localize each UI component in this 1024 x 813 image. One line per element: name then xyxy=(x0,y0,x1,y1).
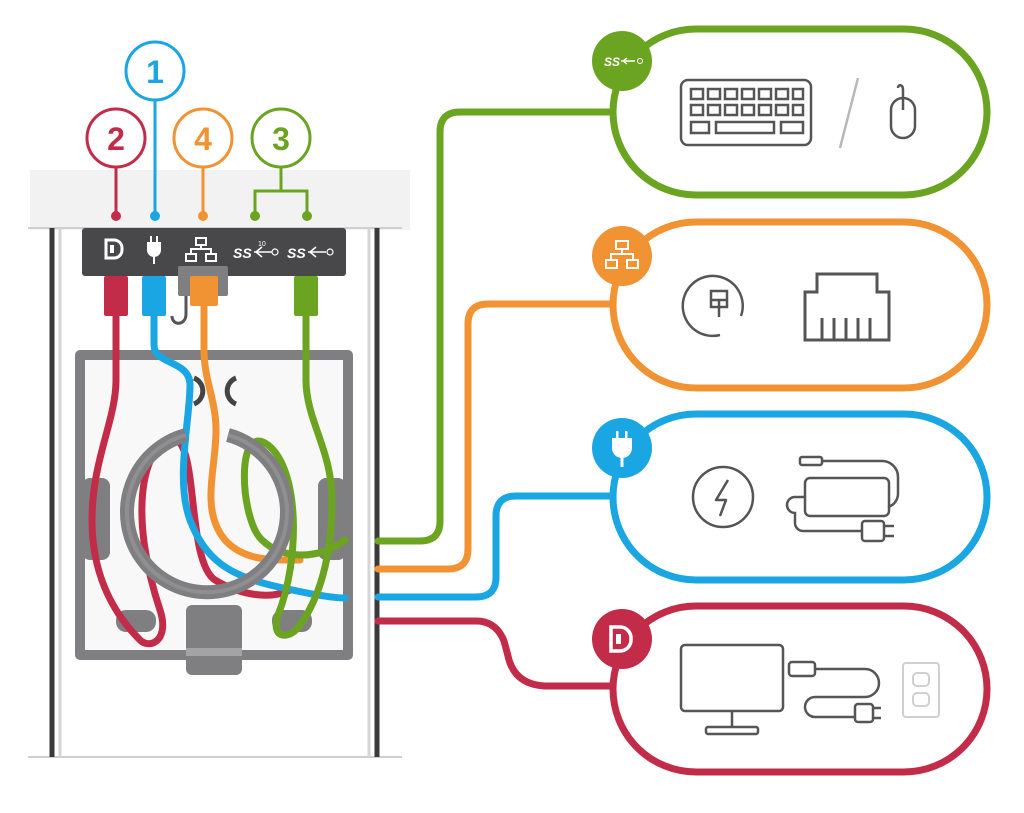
cable-plugs xyxy=(104,266,318,325)
displayport-badge xyxy=(592,609,652,669)
keyboard-icon xyxy=(679,78,813,147)
callout-1-number: 1 xyxy=(146,54,164,90)
usb-plug xyxy=(294,276,318,316)
usb-superspeed-icon: SS xyxy=(287,245,334,261)
mouse-icon xyxy=(889,84,917,140)
cable-clamp xyxy=(120,428,294,600)
callouts xyxy=(85,40,312,221)
callout-4-number: 4 xyxy=(194,121,212,157)
network-port-icon xyxy=(681,274,744,338)
callout-3-number: 3 xyxy=(272,121,290,157)
cable-enclosure xyxy=(28,170,410,758)
power-plug-icon xyxy=(147,236,161,264)
wall-outlet-icon xyxy=(902,662,940,718)
ethernet-device-panel xyxy=(592,218,991,392)
monitor-icon xyxy=(679,643,785,736)
power-connector-line xyxy=(374,492,624,601)
displayport-plug xyxy=(104,276,128,316)
power-device-panel xyxy=(592,410,991,584)
svg-text:SS: SS xyxy=(287,245,306,261)
usb-device-panel: SS xyxy=(592,25,991,199)
svg-text:10: 10 xyxy=(258,241,266,248)
power-plug xyxy=(142,276,166,316)
ethernet-plug xyxy=(190,276,218,306)
power-plug-icon xyxy=(612,431,632,467)
displayport-connector-line xyxy=(374,617,624,690)
internal-cables xyxy=(88,298,349,648)
power-icon xyxy=(691,465,755,529)
ethernet-connector-line xyxy=(374,300,624,573)
usb-badge-label: SS xyxy=(604,55,620,69)
rj45-port-icon xyxy=(803,272,891,342)
svg-text:SS: SS xyxy=(233,245,252,261)
ethernet-badge xyxy=(592,226,652,286)
usb-connector-line xyxy=(374,108,624,545)
callout-2-number: 2 xyxy=(107,121,125,157)
usb-superspeed-10-icon: SS 10 xyxy=(233,241,279,261)
connector-lines xyxy=(374,108,624,690)
network-icon xyxy=(185,237,217,262)
power-adapter-icon xyxy=(785,455,900,543)
displayport-icon xyxy=(609,625,633,653)
port-panel: SS 10 SS xyxy=(82,228,346,276)
displayport-icon xyxy=(104,238,124,260)
network-icon xyxy=(605,240,639,269)
displayport-device-panel xyxy=(592,602,991,776)
cable-icon xyxy=(787,660,881,724)
separator-slash xyxy=(838,77,860,149)
